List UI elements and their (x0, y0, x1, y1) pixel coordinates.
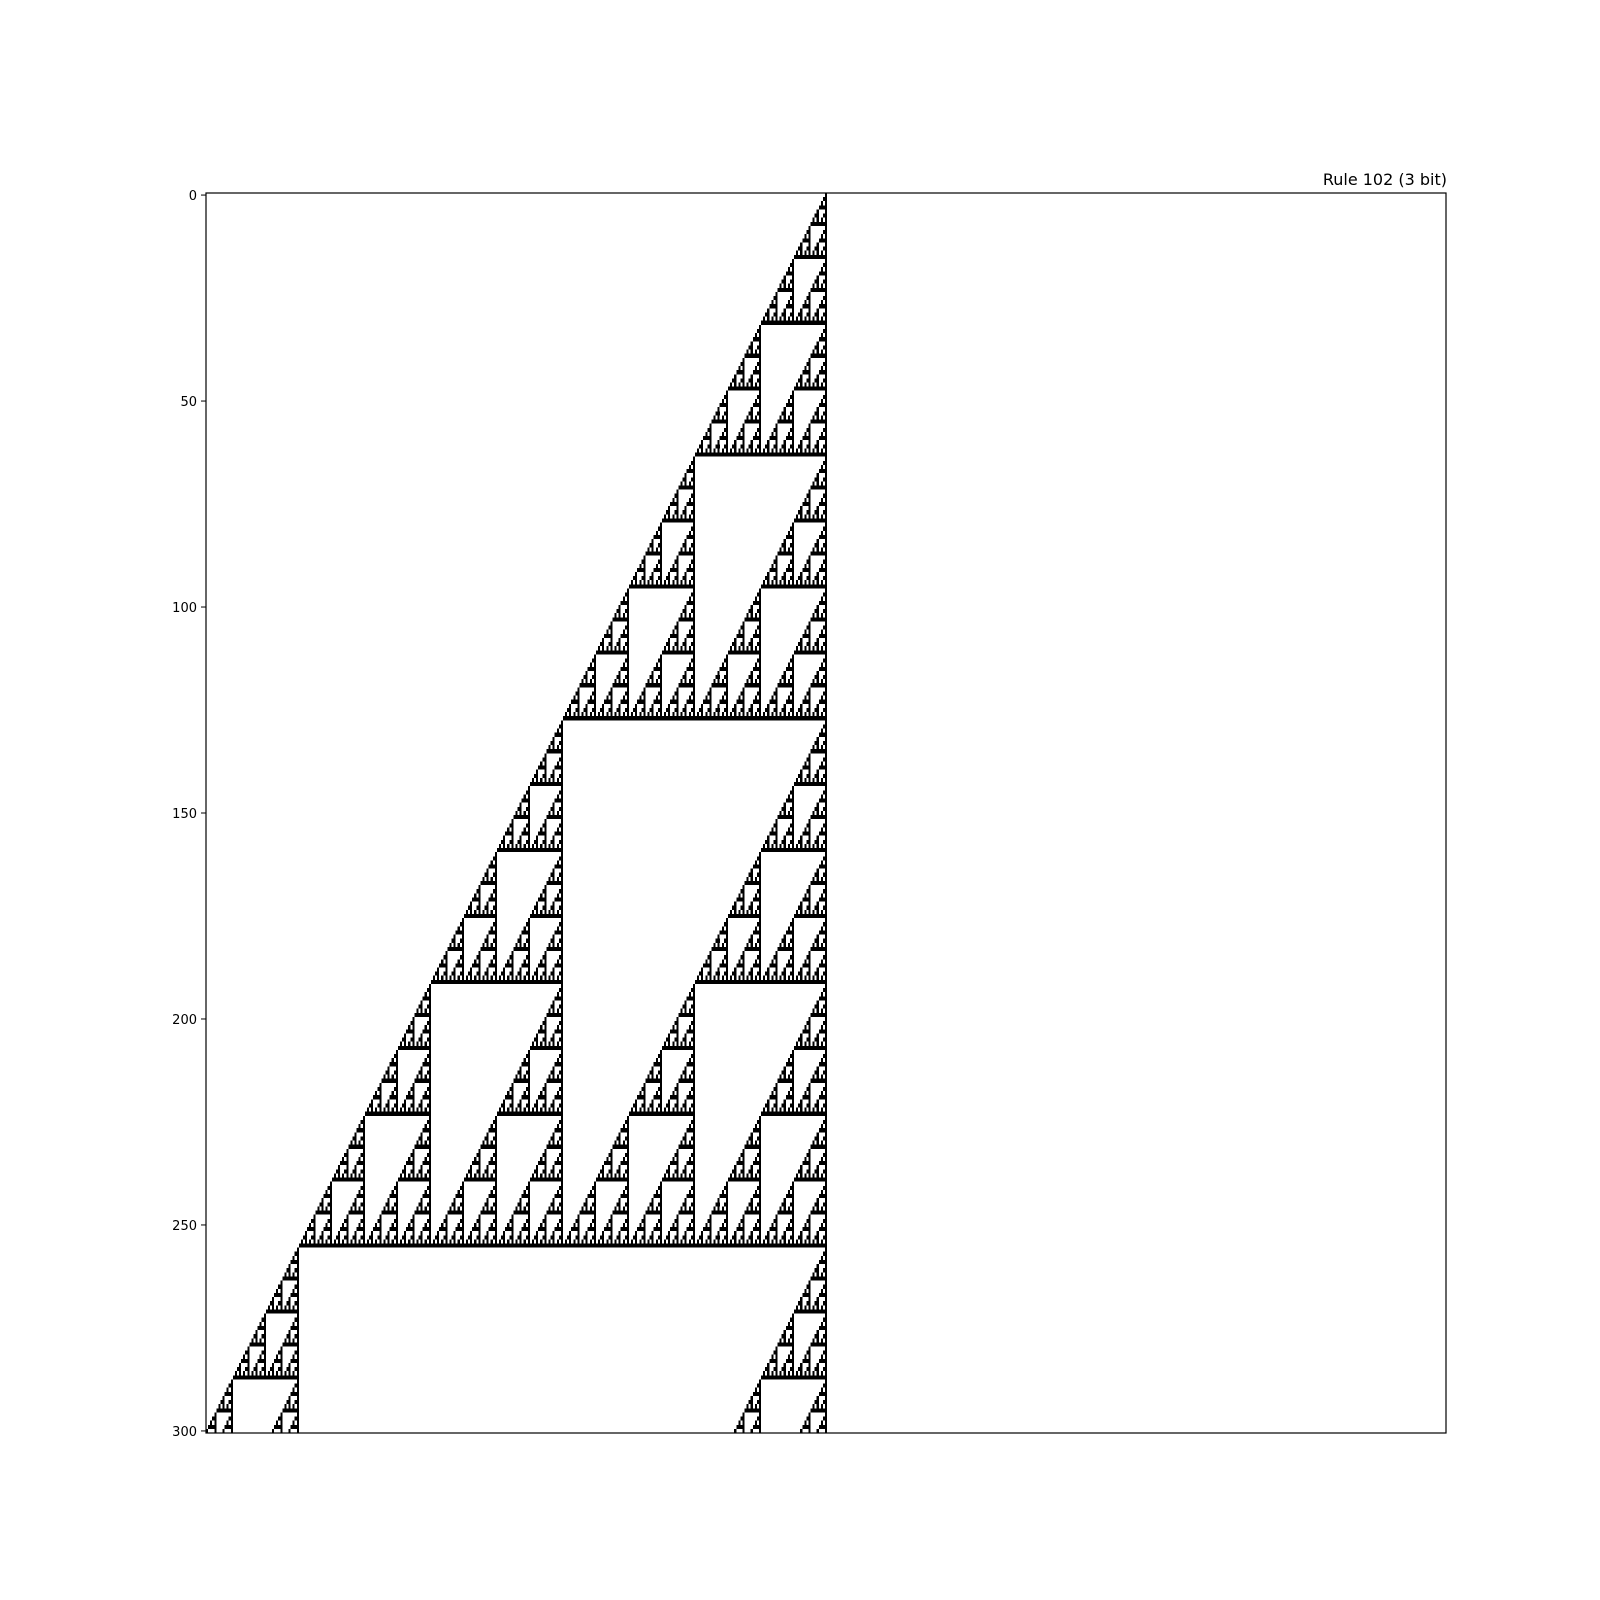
y-tick-label: 50 (180, 395, 197, 410)
y-tick-label: 100 (172, 601, 197, 616)
y-tick-label: 200 (172, 1013, 197, 1028)
automaton-cells (206, 193, 828, 1433)
y-axis: 0 50 100 150 200 250 300 (172, 189, 206, 1440)
y-tick-label: 250 (172, 1219, 197, 1234)
plot-area (205, 192, 1447, 1434)
y-tick-label: 150 (172, 807, 197, 822)
chart-title: Rule 102 (3 bit) (1323, 170, 1447, 189)
y-tick-label: 0 (189, 189, 197, 204)
y-tick-label: 300 (172, 1425, 197, 1440)
